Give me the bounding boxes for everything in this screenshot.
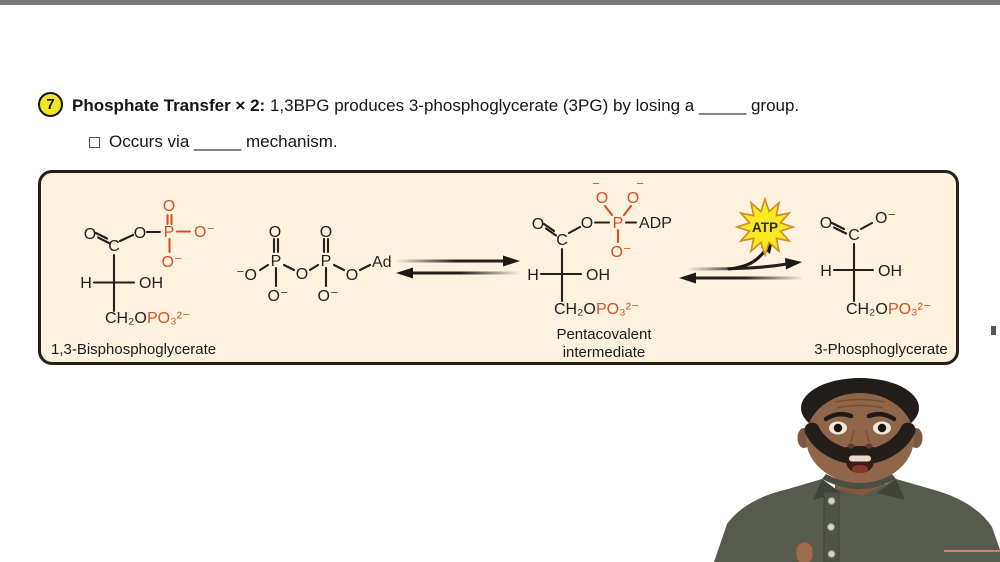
- atom-o-carbonyl: O: [820, 215, 832, 232]
- atom-o: O: [346, 267, 358, 284]
- molecule-bpg: O C O P O O⁻ O⁻ H OH CH₂O PO₃²⁻ 1,3-Bisp…: [51, 198, 216, 358]
- checkbox-bullet-icon: [89, 136, 100, 148]
- shirt-button: [827, 523, 835, 531]
- shirt-button: [827, 550, 836, 558]
- sub-bullet-line: Occurs via _____ mechanism.: [89, 132, 338, 152]
- atom-o-minus: O⁻: [268, 288, 289, 305]
- atom-o-minus: O⁻: [875, 210, 896, 227]
- shirt-collar-right: [877, 479, 905, 500]
- group-adp: ADP: [639, 215, 672, 232]
- molecule-adp: O P ⁻O O⁻ O P O O⁻ O Ad: [236, 224, 391, 305]
- instructor-pupil: [877, 423, 887, 433]
- atom-oh: OH: [139, 275, 163, 292]
- shirt-collar-band: [822, 474, 896, 489]
- nostril: [847, 443, 855, 449]
- minus-charge: −: [636, 176, 644, 191]
- molecule-label-3pg: 3-Phosphoglycerate: [814, 341, 947, 358]
- molecule-label-bpg: 1,3-Bisphosphoglycerate: [51, 341, 216, 358]
- atom-o-topleft: O: [596, 190, 608, 207]
- atom-o-minus: O⁻: [611, 244, 632, 261]
- edge-mark: [991, 326, 996, 335]
- atp-label: ATP: [752, 220, 778, 235]
- molecule-label-penta-2: intermediate: [563, 344, 646, 361]
- reaction-diagram-svg: O C O P O O⁻ O⁻ H OH CH₂O PO₃²⁻ 1,3-Bisp…: [51, 176, 948, 361]
- step-number: 7: [46, 96, 55, 113]
- nostril: [865, 443, 873, 449]
- molecule-label-penta-1: Pentacovalent: [556, 326, 652, 343]
- atom-h: H: [80, 275, 92, 292]
- lesson-title: Phosphate Transfer × 2: 1,3BPG produces …: [72, 92, 799, 116]
- instructor-shirt: [714, 479, 1000, 562]
- instructor-teeth: [849, 455, 871, 462]
- atp-burst: ATP: [734, 196, 796, 258]
- reaction-diagram-box: O C O P O O⁻ O⁻ H OH CH₂O PO₃²⁻ 1,3-Bisp…: [38, 170, 959, 365]
- forehead-line: [834, 398, 886, 403]
- instructor-eyebrow: [866, 411, 897, 422]
- formula-ch2o: CH₂O: [554, 301, 596, 318]
- instructor-tongue: [852, 465, 868, 473]
- forehead-line: [836, 404, 884, 409]
- atp-star-icon: [734, 196, 796, 258]
- title-bold-segment: Phosphate Transfer × 2:: [72, 96, 266, 115]
- atom-o-bridge: O: [296, 266, 308, 283]
- atom-c: C: [848, 227, 860, 244]
- instructor-eyebrow: [823, 411, 854, 422]
- formula-po3: PO₃²⁻: [888, 301, 931, 318]
- atom-o-minus: O⁻: [318, 288, 339, 305]
- instructor-nose: [850, 429, 870, 443]
- atom-o-top: O: [163, 198, 175, 215]
- shirt-button: [827, 497, 836, 505]
- atom-o-topright: O: [627, 190, 639, 207]
- instructor-video: [714, 378, 1000, 562]
- formula-ch2o: CH₂O: [846, 301, 888, 318]
- atom-minus-o: ⁻O: [236, 267, 257, 284]
- atom-c: C: [556, 232, 568, 249]
- atom-ad: Ad: [372, 254, 392, 271]
- title-rest-segment: 1,3BPG produces 3-phosphoglycerate (3PG)…: [269, 96, 800, 115]
- atom-o-ester: O: [134, 225, 146, 242]
- atom-h: H: [527, 267, 539, 284]
- instructor-finger: [795, 541, 814, 562]
- atom-p: P: [613, 215, 624, 232]
- minus-charge: −: [592, 176, 600, 191]
- lesson-heading: 7 Phosphate Transfer × 2: 1,3BPG produce…: [38, 92, 968, 117]
- atom-c: C: [108, 238, 120, 255]
- atom-o-top: O: [269, 224, 281, 241]
- subline-text: Occurs via _____ mechanism.: [109, 132, 338, 151]
- atom-o-carbonyl: O: [532, 216, 544, 233]
- formula-po3: PO₃²⁻: [596, 301, 639, 318]
- atom-o-minus: O⁻: [194, 224, 215, 241]
- atom-oh: OH: [586, 267, 610, 284]
- video-top-bar: [0, 0, 1000, 5]
- atom-p: P: [321, 253, 332, 270]
- equilibrium-arrow-2: [679, 239, 803, 284]
- atom-o-carbonyl: O: [84, 226, 96, 243]
- instructor-pupil: [833, 423, 843, 433]
- atom-o-ester: O: [581, 215, 593, 232]
- atom-h: H: [820, 263, 832, 280]
- atom-oh: OH: [878, 263, 902, 280]
- atom-p: P: [164, 224, 175, 241]
- molecule-pentacovalent: O C O P ADP O − O − O⁻ H OH CH₂O PO₃²⁻ P…: [527, 176, 672, 361]
- step-number-badge: 7: [38, 92, 63, 117]
- atom-o-minus: O⁻: [162, 254, 183, 271]
- formula-po3: PO₃²⁻: [147, 310, 190, 327]
- equilibrium-arrow-1: [396, 255, 520, 279]
- atom-p: P: [271, 253, 282, 270]
- formula-ch2o: CH₂O: [105, 310, 147, 327]
- molecule-3pg: O C O⁻ H OH CH₂O PO₃²⁻ 3-Phosphoglycerat…: [814, 210, 947, 358]
- atom-o-top: O: [320, 224, 332, 241]
